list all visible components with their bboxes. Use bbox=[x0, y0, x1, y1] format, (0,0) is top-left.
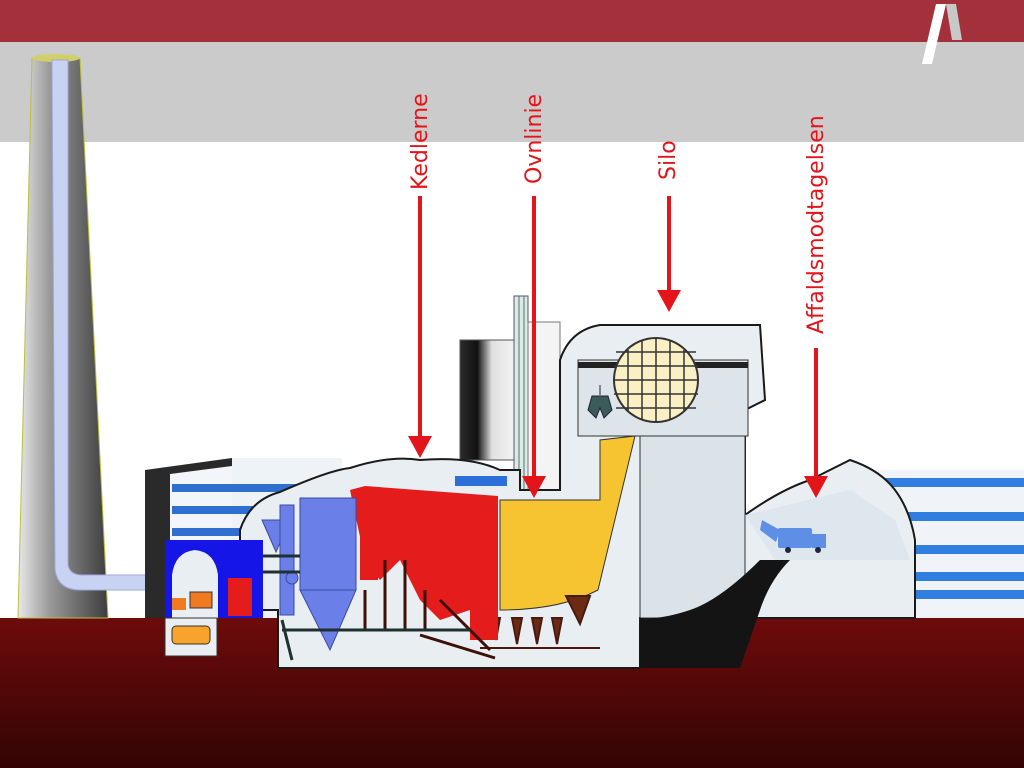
silo bbox=[577, 337, 790, 668]
label-silo: Silo bbox=[656, 140, 681, 180]
aalborg-a-logo-icon bbox=[922, 4, 962, 64]
kedlerne-arrow bbox=[408, 196, 432, 458]
flue-gas-cleaning bbox=[261, 497, 470, 661]
ovnlinie-arrow bbox=[522, 196, 546, 498]
tower bbox=[459, 295, 561, 493]
label-affaldsmodtagelsen: Affaldsmodtagelsen bbox=[804, 115, 829, 334]
label-kedlerne: Kedlerne bbox=[408, 93, 433, 190]
garbage-truck bbox=[760, 520, 826, 553]
chimney bbox=[17, 54, 166, 619]
turbine-hall bbox=[164, 540, 263, 657]
header-grey-band bbox=[0, 42, 1024, 142]
waste-reception bbox=[745, 490, 910, 560]
boiler bbox=[350, 486, 498, 660]
furnace bbox=[455, 435, 636, 649]
header-bar bbox=[0, 0, 1024, 42]
affaldsmodtagelsen-arrow bbox=[804, 348, 828, 498]
label-ovnlinie: Ovnlinie bbox=[522, 93, 547, 184]
silo-arrow bbox=[657, 196, 681, 312]
